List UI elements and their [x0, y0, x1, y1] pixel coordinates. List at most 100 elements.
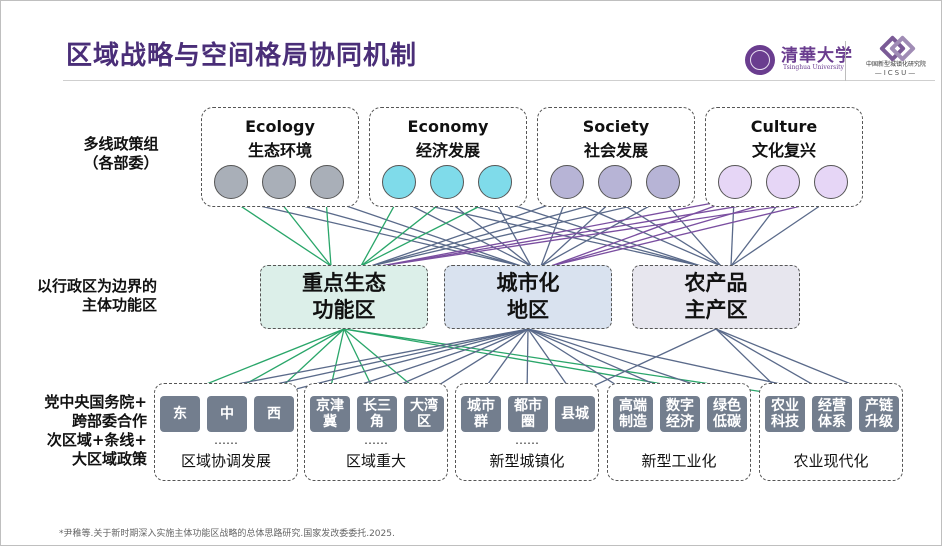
zone-agricultural: 农产品 主产区	[632, 265, 800, 329]
ellipsis: ……	[364, 433, 388, 447]
policy-regional-coordination: 东 中 西 …… 区域协调发展	[154, 383, 298, 481]
footnote: *尹稚等.关于新时期深入实施主体功能区战略的总体思路研究.国家发改委委托.202…	[59, 529, 395, 539]
policy-item: 都市 圈	[508, 396, 548, 432]
group-title-cn: 文化复兴	[751, 141, 816, 160]
icsu-name: 中国新型城镇化研究院	[865, 61, 926, 68]
icsu-name-en: —ICSU—	[874, 69, 918, 77]
link-economy-eco	[360, 198, 495, 267]
logo-divider	[845, 41, 846, 81]
link-ecology-city	[229, 198, 522, 267]
policy-group-ecology: Ecology 生态环境	[201, 107, 359, 207]
link-culture-city	[550, 198, 735, 267]
ministry-circle	[478, 165, 512, 199]
label-function-zones: 以行政区为边界的主体功能区	[36, 277, 157, 314]
link-economy-agri	[397, 198, 702, 267]
label-policy-groups: 多线政策组（各部委）	[83, 135, 159, 172]
link-economy-agri	[445, 198, 702, 267]
zone-urbanization: 城市化 地区	[444, 265, 612, 329]
tsinghua-seal-icon	[745, 45, 775, 75]
policy-group-label: 区域重大	[345, 452, 406, 470]
link-culture-agri	[730, 198, 831, 267]
link-culture-city	[550, 198, 783, 267]
policy-item: 东	[160, 396, 200, 432]
tsinghua-logo: 清華大学 Tsinghua University	[743, 37, 852, 85]
link-culture-eco	[380, 198, 735, 267]
policy-item: 农业 科技	[765, 396, 805, 432]
group-title-en: Economy	[407, 117, 489, 136]
ellipsis: ……	[214, 433, 238, 447]
link-society-eco	[370, 198, 663, 267]
zone-label: 重点生态 功能区	[302, 271, 386, 322]
ministry-circle	[814, 165, 848, 199]
policy-item: 绿色 低碳	[707, 396, 747, 432]
ellipsis: ……	[515, 433, 539, 447]
ministry-circle	[598, 165, 632, 199]
policy-item: 京津 冀	[310, 396, 350, 432]
link-economy-city	[397, 198, 532, 267]
ministry-circle	[718, 165, 752, 199]
policy-item: 西	[254, 396, 294, 432]
link-society-city	[540, 198, 567, 267]
link-ecology-eco	[229, 198, 332, 267]
link-ecology-eco	[277, 198, 332, 267]
policy-major-regions: 京津 冀 长三 角 大湾 区 …… 区域重大	[304, 383, 448, 481]
policy-item: 县城	[555, 396, 595, 432]
link-economy-eco	[360, 198, 399, 267]
policy-item: 城市 群	[461, 396, 501, 432]
group-title-en: Society	[582, 117, 650, 136]
link-ecology-city	[325, 198, 522, 267]
ministry-circle	[550, 165, 584, 199]
policy-new-industrialization: 高端 制造 数字 经济 绿色 低碳 新型工业化	[607, 383, 751, 481]
link-agri-policy	[573, 328, 717, 396]
group-title-cn: 经济发展	[415, 141, 480, 160]
logo-area: 清華大学 Tsinghua University 中国新型城镇化研究院 —ICS…	[743, 35, 939, 87]
policy-group-label: 区域协调发展	[180, 452, 271, 470]
tsinghua-name-en: Tsinghua University	[783, 64, 844, 71]
policy-group-label: 农业现代化	[793, 452, 869, 470]
label-regional-policy: 党中央国务院+跨部委合作次区域+条线+大区域政策	[44, 393, 147, 468]
group-title-en: Ecology	[245, 117, 315, 136]
icsu-logo: 中国新型城镇化研究院 —ICSU—	[853, 35, 939, 87]
policy-item: 高端 制造	[613, 396, 653, 432]
zone-label: 农产品 主产区	[684, 271, 748, 322]
link-economy-eco	[360, 198, 447, 267]
policy-group-economy: Economy 经济发展	[369, 107, 527, 207]
group-title-cn: 生态环境	[247, 141, 312, 160]
link-economy-city	[445, 198, 532, 267]
policy-group-label: 新型工业化	[641, 452, 717, 470]
tsinghua-name: 清華大学	[781, 46, 853, 66]
link-culture-agri	[730, 198, 735, 267]
page-title: 区域战略与空间格局协同机制	[66, 41, 418, 71]
policy-item: 长三 角	[357, 396, 397, 432]
ministry-circle	[430, 165, 464, 199]
link-economy-city	[493, 198, 532, 267]
group-title-en: Culture	[750, 117, 818, 136]
link-society-city	[540, 198, 615, 267]
link-society-eco	[370, 198, 615, 267]
ministry-circle	[310, 165, 344, 199]
policy-item: 产链 升级	[859, 396, 899, 432]
zone-key-ecological: 重点生态 功能区	[260, 265, 428, 329]
link-culture-eco	[380, 198, 783, 267]
ministry-circle	[382, 165, 416, 199]
link-ecology-city	[277, 198, 522, 267]
title-divider	[63, 80, 935, 81]
link-culture-agri	[730, 198, 783, 267]
link-culture-eco	[380, 198, 831, 267]
ministry-circle	[262, 165, 296, 199]
policy-group-label: 新型城镇化	[489, 452, 565, 470]
link-economy-agri	[493, 198, 702, 267]
policy-new-urbanization: 城市 群 都市 圈 县城 …… 新型城镇化	[455, 383, 599, 481]
ministry-circle	[646, 165, 680, 199]
policy-group-culture: Culture 文化复兴	[705, 107, 863, 207]
policy-item: 大湾 区	[404, 396, 444, 432]
zone-label: 城市化 地区	[496, 271, 560, 322]
policy-item: 数字 经济	[660, 396, 700, 432]
policy-agri-modernization: 农业 科技 经营 体系 产链 升级 农业现代化	[759, 383, 903, 481]
link-ecology-eco	[325, 198, 332, 267]
policy-item: 中	[207, 396, 247, 432]
link-society-eco	[370, 198, 567, 267]
link-culture-city	[550, 198, 831, 267]
ministry-circle	[214, 165, 248, 199]
